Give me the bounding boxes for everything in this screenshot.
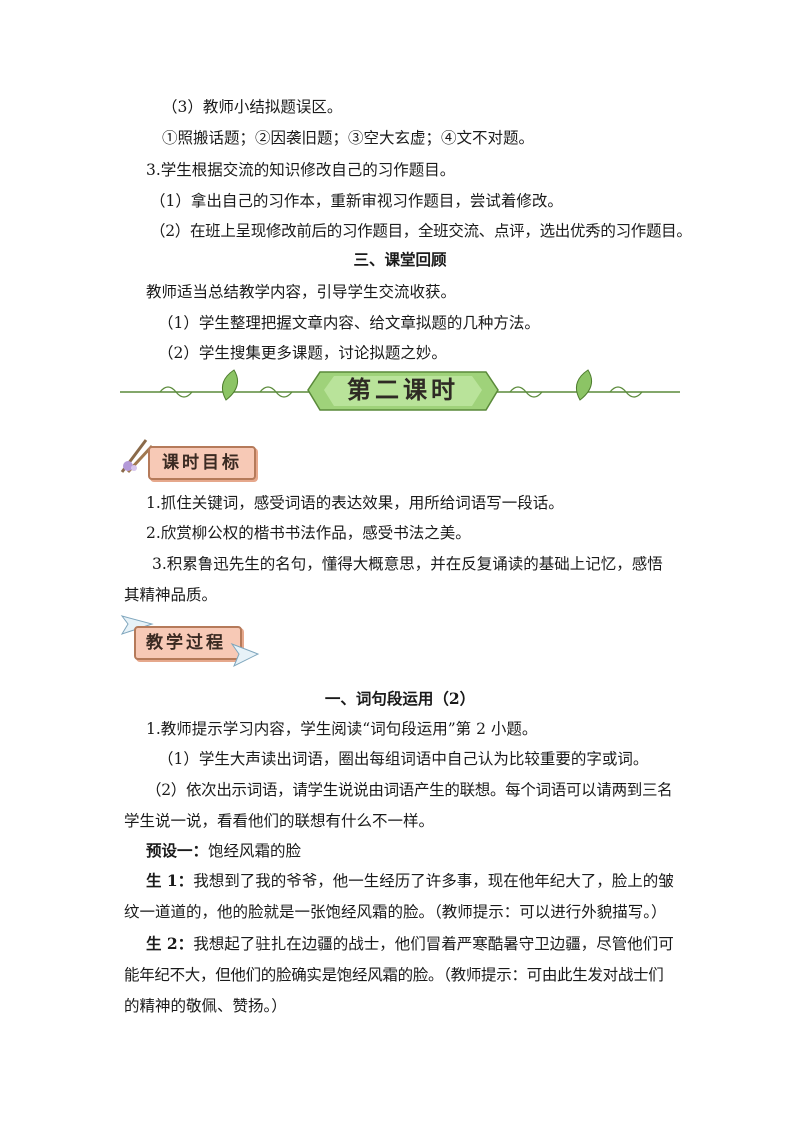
lesson-banner — [120, 369, 680, 411]
process-step1-2-line1: （2）依次出示词语，请学生说说由词语产生的联想。每个词语可以请两到三名 — [146, 781, 673, 799]
process-step1-1: （1）学生大声读出词语，圈出每组词语中自己认为比较重要的字或词。 — [158, 750, 649, 768]
process-heading: 一、词句段运用（2） — [324, 689, 476, 708]
vine-left-icon — [159, 386, 293, 398]
s1-text-1: 我想到了我的爷爷，他一生经历了许多事，现在他年纪大了，脸上的皱 — [193, 872, 674, 890]
paper-plane-icon-small — [230, 642, 260, 668]
s1-line2: 纹一道道的，他的脸就是一张饱经风霜的脸。（教师提示：可以进行外貌描写。） — [124, 903, 667, 921]
preset1-row: 预设一：饱经风霜的脸 — [146, 840, 301, 862]
preset1-text: 饱经风霜的脸 — [208, 842, 302, 860]
s2-label: 生 2： — [146, 934, 194, 953]
preset1-label: 预设一： — [146, 841, 209, 860]
banner-title: 第二课时 — [347, 376, 459, 404]
goal-item-3-line1: 3.积累鲁迅先生的名句，懂得大概意思，并在反复诵读的基础上记忆，感悟 — [152, 555, 663, 573]
review-heading: 三、课堂回顾 — [353, 250, 447, 269]
review-intro: 教师适当总结教学内容，引导学生交流收获。 — [146, 283, 457, 301]
s1-line1: 生 1：我想到了我的爷爷，他一生经历了许多事，现在他年纪大了，脸上的皱 — [146, 870, 674, 892]
s2-line2: 能年纪不大，但他们的脸确实是饱经风霜的脸。（教师提示：可由此生发对战士们 — [124, 966, 664, 984]
pitfalls-list: ①照搬话题；②因袭旧题；③空大玄虚；④文不对题。 — [162, 129, 535, 147]
leaf-left-icon — [221, 369, 239, 401]
paper-plane-icon — [120, 615, 154, 635]
process-tag — [134, 626, 242, 660]
goal-item-3-line2: 其精神品质。 — [124, 586, 218, 604]
goals-tag — [148, 446, 256, 480]
s2-line3: 的精神的敬佩、赞扬。） — [124, 997, 287, 1015]
goals-tag-label: 课时目标 — [162, 453, 242, 473]
summary-heading: （3）教师小结拟题误区。 — [162, 98, 343, 116]
s2-text-1: 我想起了驻扎在边疆的战士，他们冒着严寒酷暑守卫边疆，尽管他们可 — [193, 935, 674, 953]
process-tag-label: 教学过程 — [146, 633, 226, 653]
vine-right-icon — [509, 386, 643, 398]
review-item2: （2）学生搜集更多课题，讨论拟题之妙。 — [158, 344, 447, 362]
goal-item-2: 2.欣赏柳公权的楷书书法作品，感受书法之美。 — [146, 524, 471, 542]
step3-text: 3.学生根据交流的知识修改自己的习作题目。 — [146, 161, 456, 179]
leaf-right-icon — [575, 369, 593, 401]
step3-2-text: （2）在班上呈现修改前后的习作题目，全班交流、点评，选出优秀的习作题目。 — [150, 222, 692, 240]
s2-line1: 生 2：我想起了驻扎在边疆的战士，他们冒着严寒酷暑守卫边疆，尽管他们可 — [146, 933, 674, 955]
process-step1-2-line2: 学生说一说，看看他们的联想有什么不一样。 — [124, 812, 435, 830]
step3-1-text: （1）拿出自己的习作本，重新审视习作题目，尝试着修改。 — [150, 192, 563, 210]
review-item1: （1）学生整理把握文章内容、给文章拟题的几种方法。 — [158, 314, 540, 332]
goal-item-1: 1.抓住关键词，感受词语的表达效果，用所给词语写一段话。 — [146, 494, 564, 512]
process-step1: 1.教师提示学习内容，学生阅读“词句段运用”第 2 小题。 — [146, 720, 538, 738]
s1-label: 生 1： — [146, 871, 194, 890]
